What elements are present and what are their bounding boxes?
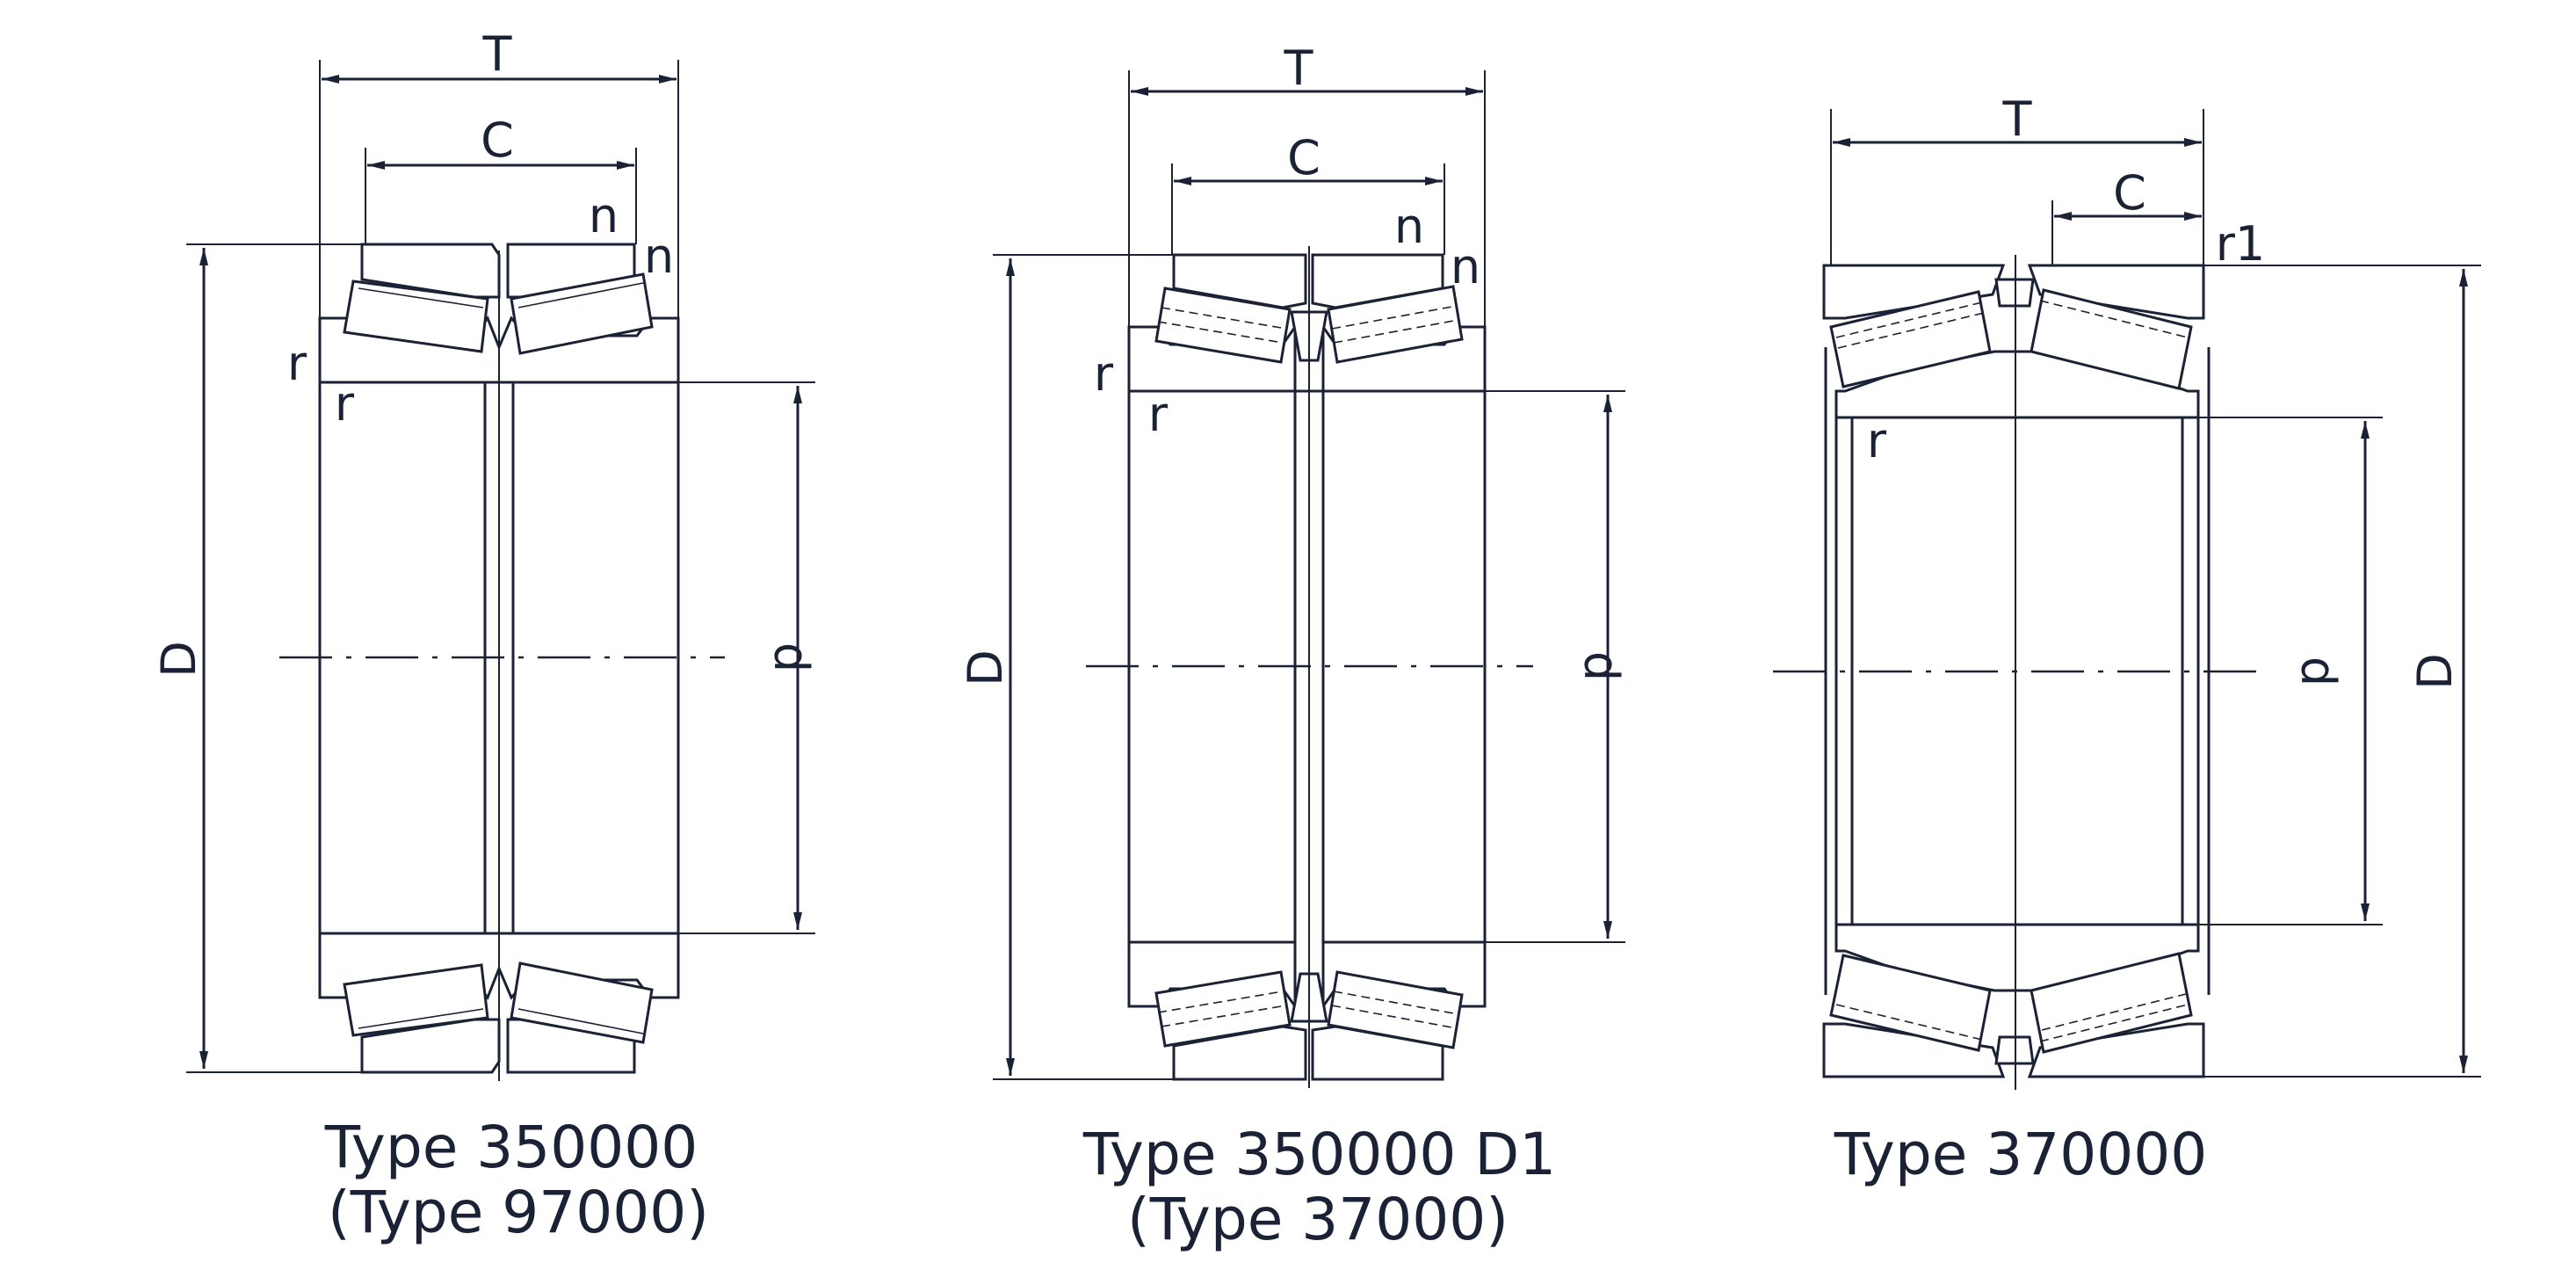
lower-section	[318, 932, 680, 1074]
label-n-upper: n	[589, 188, 619, 243]
diagram-type-370000: T C r1 r d D Type 370000	[1773, 91, 2481, 1188]
upper-section	[1822, 264, 2205, 419]
label-r1: r1	[2216, 216, 2266, 272]
label-t: T	[482, 26, 513, 82]
label-d-bore: d	[763, 642, 819, 672]
label-t: T	[1284, 40, 1314, 96]
caption-line1: Type 350000 D1	[1082, 1121, 1556, 1188]
label-d-bore: d	[1574, 651, 1629, 681]
dimension-d-outer: D	[151, 243, 362, 1073]
label-n-lower: n	[644, 229, 674, 284]
dimension-t: T	[319, 26, 679, 318]
caption-line2: (Type 97000)	[328, 1179, 709, 1246]
label-t: T	[2002, 91, 2033, 147]
dimension-d-outer: D	[958, 254, 1174, 1080]
label-d-outer: D	[2407, 653, 2463, 690]
label-c: C	[2113, 165, 2146, 221]
label-d-bore: d	[2290, 657, 2346, 686]
label-r-inner: r	[335, 376, 355, 432]
label-c: C	[1287, 130, 1321, 185]
dimension-c: C	[1171, 130, 1445, 255]
dimension-d-bore: d	[678, 381, 819, 934]
label-r-outer: r	[1094, 346, 1114, 402]
dimension-c: C	[2051, 165, 2202, 265]
diagram-type-350000-d1: T C n n r r D d Type 350000 D1 (Type 370…	[958, 40, 1629, 1253]
caption-line1: Type 350000	[324, 1114, 698, 1181]
label-r-inner: r	[1148, 387, 1169, 442]
label-c: C	[481, 112, 514, 168]
label-d-outer: D	[151, 641, 206, 678]
bore-outline	[1824, 347, 2211, 995]
dimension-t: T	[1128, 40, 1486, 327]
caption-line1: Type 370000	[1834, 1121, 2208, 1188]
label-n-upper: n	[1394, 199, 1424, 254]
label-r-outer: r	[287, 336, 308, 391]
dimension-d-outer: D	[2203, 265, 2481, 1078]
lower-section	[1127, 940, 1487, 1081]
lower-section	[1822, 923, 2205, 1078]
dimension-c: C	[365, 112, 637, 244]
caption-line2: (Type 37000)	[1127, 1186, 1509, 1253]
upper-section	[1127, 253, 1487, 393]
label-r: r	[1867, 413, 1887, 468]
dimension-d-bore: d	[1485, 390, 1629, 943]
dimension-d-bore: d	[2198, 417, 2383, 925]
dimension-t: T	[1830, 91, 2204, 265]
label-n-lower: n	[1451, 239, 1480, 294]
diagram-type-350000: T C n n r r D d Type 350000 (Type 97000)	[151, 26, 819, 1246]
label-d-outer: D	[958, 650, 1013, 686]
